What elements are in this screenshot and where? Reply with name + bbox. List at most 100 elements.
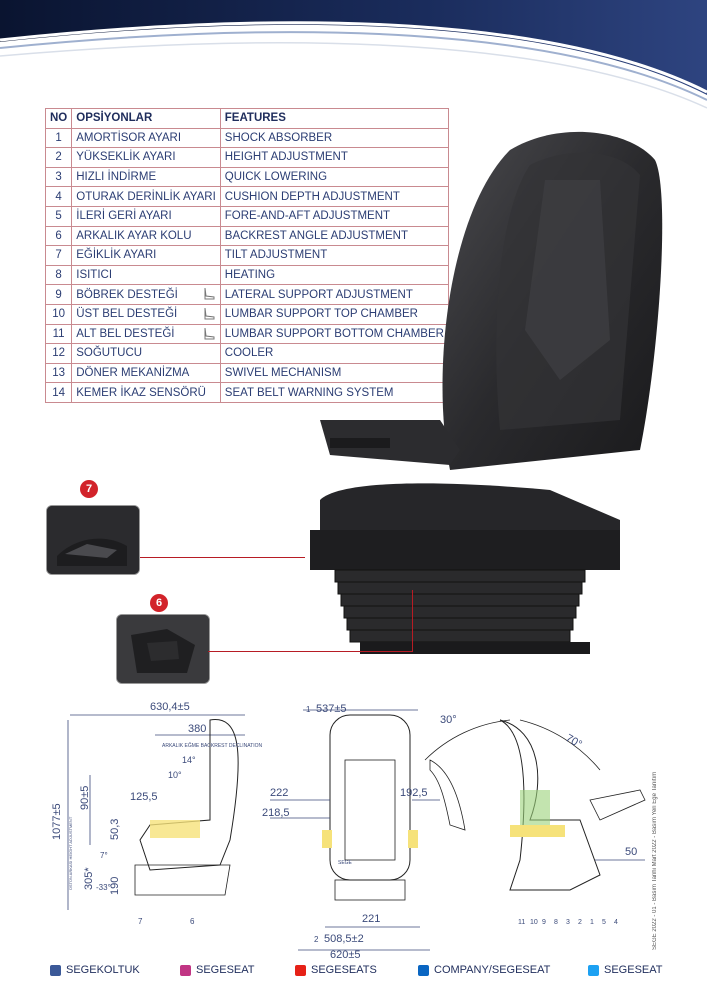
dim-front-width: 620±5 [330, 949, 361, 960]
row-option: HIZLI İNDİRME [71, 166, 221, 188]
row-option-label: SOĞUTUCU [76, 347, 143, 360]
dim-side-height-label: ÜSTÜN ARKASI HEIGHT ADJUSTMENT [68, 816, 73, 890]
dim-front-218: 218,5 [262, 807, 290, 819]
row-feature: LATERAL SUPPORT ADJUSTMENT [219, 284, 449, 305]
row-option: DÖNER MEKANİZMA [71, 362, 221, 384]
dim-side-90: 90±5 [79, 786, 91, 810]
social-link-facebook[interactable]: SEGEKOLTUK [50, 964, 140, 976]
seat-support-icon [204, 307, 215, 320]
header-banner [0, 0, 707, 109]
row-number: 7 [44, 245, 73, 266]
dim-side-10: 10° [168, 770, 182, 780]
row-number: 14 [44, 382, 73, 403]
callout-line-6 [208, 651, 413, 652]
row-option: SOĞUTUCU [71, 343, 221, 364]
row-option: ALT BEL DESTEĞİ [71, 323, 221, 345]
row-option-label: ALT BEL DESTEĞİ [76, 327, 175, 340]
social-link-youtube[interactable]: SEGESEATS [295, 964, 377, 976]
row-option-label: ISITICI [76, 269, 113, 282]
row-option-label: AMORTİSOR AYARI [76, 131, 182, 144]
row-number: 8 [44, 264, 73, 286]
dim-front-bottom: 508,5±2 [324, 933, 364, 945]
dim-side-50: 50,3 [109, 819, 121, 840]
side-num-6: 6 [190, 917, 195, 926]
row-feature: FORE-AND-AFT ADJUSTMENT [219, 205, 449, 227]
seat-support-icon [204, 327, 215, 340]
header-no: NO [44, 108, 73, 129]
dim-side-33: -33° [96, 883, 111, 892]
dim-side-14: 14° [182, 755, 196, 765]
footer-social: SEGEKOLTUK SEGESEAT SEGESEATS COMPANY/SEGES… [0, 960, 707, 980]
callout-line-6-vertical [412, 590, 413, 652]
dim-front-top-num: 1 [306, 705, 311, 714]
row-feature: HEATING [219, 264, 449, 286]
tilt-inset-photo [46, 505, 140, 575]
social-label: COMPANY/SEGESEAT [434, 964, 551, 976]
row-option-label: KEMER İKAZ SENSÖRÜ [76, 386, 206, 399]
instagram-icon [180, 964, 191, 976]
social-label: SEGESEATS [311, 964, 377, 976]
row-number: 3 [44, 166, 73, 188]
row-option: ARKALIK AYAR KOLU [71, 225, 221, 247]
row-option: BÖBREK DESTEĞİ [71, 284, 221, 305]
seat-support-icon [204, 288, 215, 300]
callout-6: 6 [150, 594, 168, 612]
row-option-label: ÜST BEL DESTEĞİ [76, 308, 178, 321]
row-number: 9 [44, 284, 73, 305]
dim-right-50: 50 [625, 846, 637, 858]
row-option-label: YÜKSEKLİK AYARI [76, 151, 176, 164]
right-callout-number: 1 [590, 919, 594, 926]
right-callout-number: 8 [554, 919, 558, 926]
row-option: ISITICI [71, 264, 221, 286]
social-link-twitter[interactable]: SEGESEAT [588, 964, 662, 976]
linkedin-icon [418, 964, 429, 976]
print-info: SEGE 2022 - 01 - Basım Tarihi Mart 2022 … [652, 771, 658, 950]
social-link-instagram[interactable]: SEGESEAT [180, 964, 254, 976]
backrest-inset-photo [116, 614, 210, 684]
row-option: İLERİ GERİ AYARI [71, 205, 221, 227]
right-callout-number: 2 [578, 919, 582, 926]
side-num-7: 7 [138, 917, 143, 926]
right-callout-number: 9 [542, 919, 546, 926]
dim-front-192: 192,5 [400, 787, 428, 799]
dim-side-height: 1077±5 [51, 803, 63, 840]
row-number: 10 [44, 303, 73, 325]
row-option-label: EĞİKLİK AYARI [76, 249, 157, 262]
row-number: 5 [44, 205, 73, 227]
dim-right-30: 30° [440, 714, 457, 726]
youtube-icon [295, 964, 306, 976]
dim-side-125: 125,5 [130, 791, 158, 803]
twitter-icon [588, 964, 599, 976]
row-number: 11 [44, 323, 73, 345]
row-feature: HEIGHT ADJUSTMENT [219, 147, 449, 168]
row-option: OTURAK DERİNLİK AYARI [71, 186, 221, 207]
social-link-linkedin[interactable]: COMPANY/SEGESEAT [418, 964, 550, 976]
dim-right-70: 70° [564, 732, 584, 751]
row-number: 2 [44, 147, 73, 168]
facebook-icon [50, 964, 61, 976]
row-number: 6 [44, 225, 73, 247]
callout-7: 7 [80, 480, 98, 498]
dim-front-bottom-num: 2 [314, 935, 319, 944]
row-option: YÜKSEKLİK AYARI [71, 147, 221, 168]
dim-side-380: 380 [188, 723, 206, 735]
technical-drawings: 630,4±5 380 14° 10° 125,5 ARKALIK EĞME B… [51, 701, 646, 960]
right-callout-number: 3 [566, 919, 570, 926]
dim-side-190: 190 [109, 877, 121, 895]
row-option-label: DÖNER MEKANİZMA [76, 367, 190, 380]
row-option-label: HIZLI İNDİRME [76, 171, 157, 184]
header-options: OPSİYONLAR [71, 108, 221, 129]
row-number: 4 [44, 186, 73, 207]
row-option-label: OTURAK DERİNLİK AYARI [76, 190, 216, 203]
dim-front-222: 222 [270, 787, 288, 799]
row-option: AMORTİSOR AYARI [71, 127, 221, 149]
dim-side-width: 630,4±5 [150, 701, 190, 713]
